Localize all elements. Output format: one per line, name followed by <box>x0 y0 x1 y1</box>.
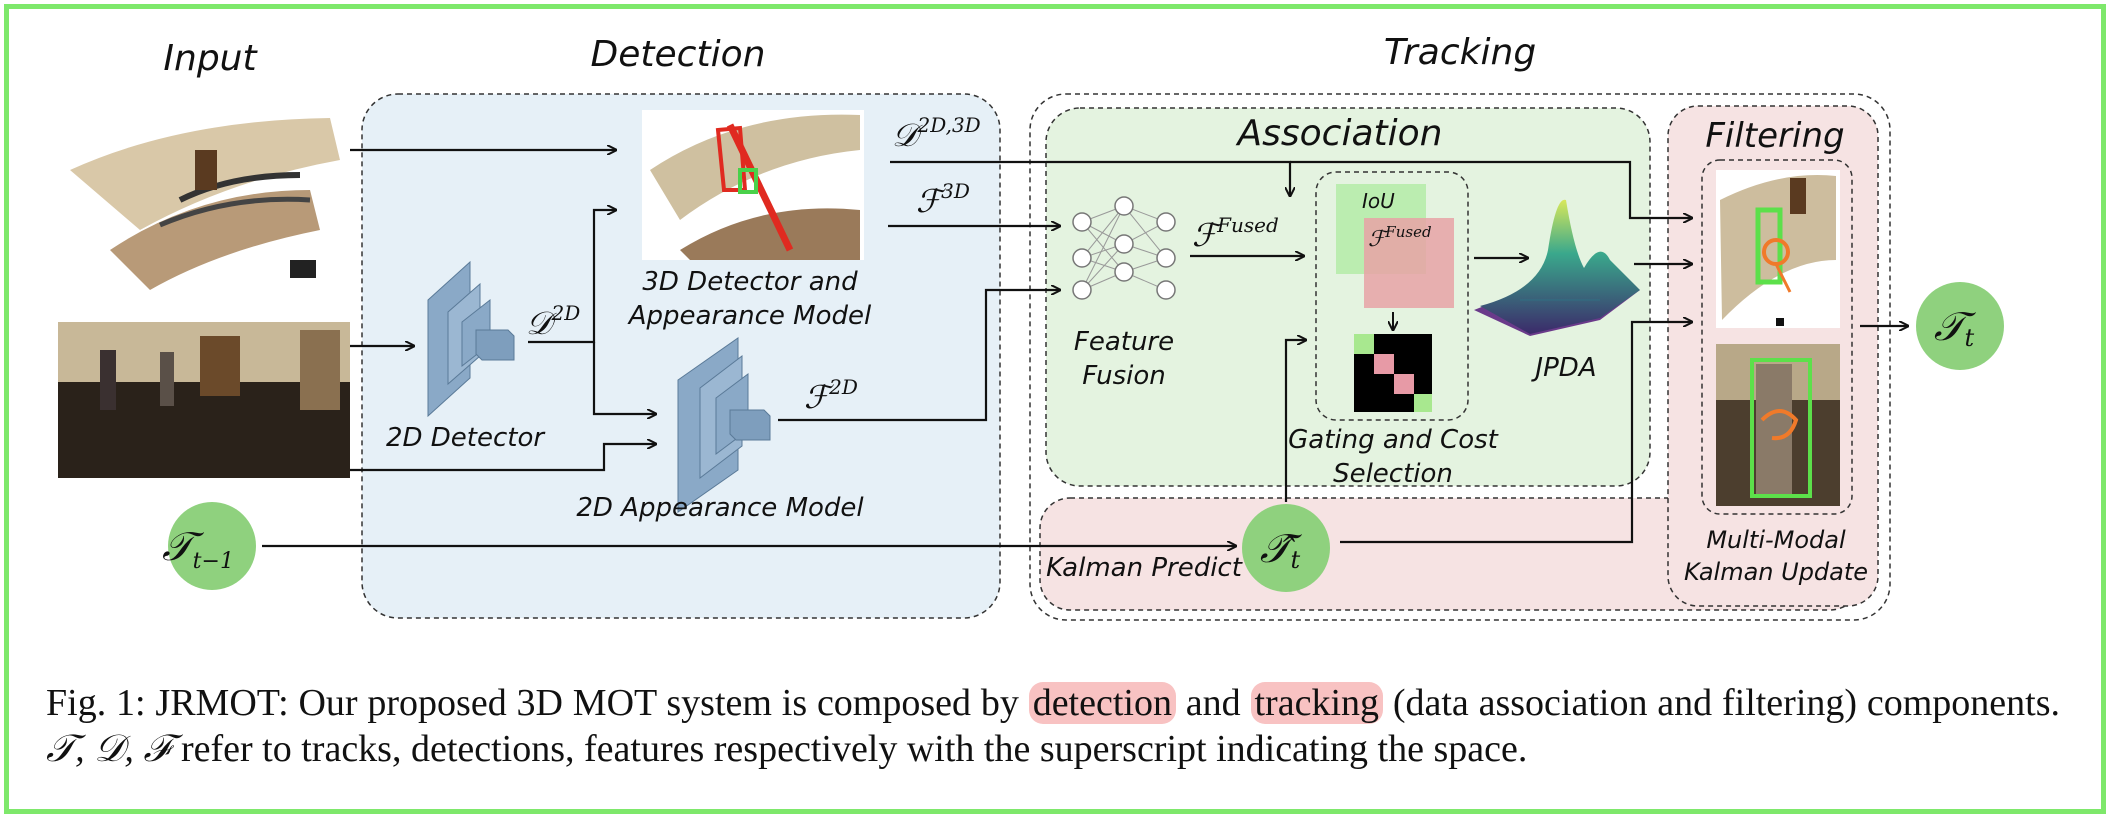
caption-part3: (data association and filtering) compone… <box>1383 682 2061 724</box>
appearance-2d-label: 2D Appearance Model <box>576 493 864 523</box>
caption-math: 𝒯, 𝒟, ℱ <box>46 728 172 770</box>
detector-2d-label: 2D Detector <box>386 423 546 453</box>
iou-label: IoU <box>1362 189 1395 213</box>
tracking-region <box>1029 93 1891 621</box>
mm-kalman-label-line1: Multi-Modal <box>1706 526 1846 554</box>
detector-3d-label-line1: 3D Detector and <box>642 267 858 297</box>
gating-box <box>1315 171 1469 421</box>
detector-3d-image <box>642 110 864 260</box>
track-output-node: 𝒯t <box>1916 282 2004 370</box>
caption-part2: and <box>1175 682 1251 724</box>
iou-fused-symbol: ℱFused <box>1368 223 1432 252</box>
filtering-title: Filtering <box>1705 116 1844 156</box>
gating-label-line2: Selection <box>1333 459 1453 489</box>
feature-fusion-label-line2: Fusion <box>1082 361 1166 391</box>
detector-3d-label-line2: Appearance Model <box>627 301 872 331</box>
detector-2d-block <box>427 260 515 418</box>
feature-fusion-label-line1: Feature <box>1074 327 1174 357</box>
caption-part4: refer to tracks, detections, features re… <box>171 728 1528 770</box>
caption-highlight-tracking: tracking <box>1250 682 1384 724</box>
cost-matrix <box>1354 334 1432 412</box>
caption-highlight-detection: detection <box>1028 682 1176 724</box>
kalman-predict-label: Kalman Predict <box>1046 553 1243 583</box>
input-camera-image <box>58 322 350 478</box>
kalman-predict-region <box>1039 497 1861 611</box>
detection-title: Detection <box>591 34 766 75</box>
flow-arrows <box>262 150 1908 546</box>
d2d-symbol: 𝒟2D <box>526 301 580 342</box>
iou-box-red <box>1364 218 1454 308</box>
figure-caption: Fig. 1: JRMOT: Our proposed 3D MOT syste… <box>46 680 2060 772</box>
filtering-camera-image <box>1716 344 1840 506</box>
jpda-surface <box>1474 199 1640 336</box>
track-predicted-node: 𝒯̂t <box>1242 504 1330 592</box>
filtering-pointcloud-image <box>1716 170 1840 328</box>
gating-label-line1: Gating and Cost <box>1288 425 1499 455</box>
filtering-inner-box <box>1701 159 1853 515</box>
association-region <box>1045 107 1651 487</box>
figure-border <box>4 4 2106 814</box>
input-title: Input <box>163 38 258 79</box>
appearance-2d-block <box>677 337 771 513</box>
association-title: Association <box>1236 113 1443 154</box>
f3d-symbol: ℱ3D <box>916 179 970 220</box>
mm-kalman-label-line2: Kalman Update <box>1684 558 1868 586</box>
input-pointcloud-image <box>58 112 350 302</box>
caption-part1: Fig. 1: JRMOT: Our proposed 3D MOT syste… <box>46 682 1029 724</box>
tracking-title: Tracking <box>1384 32 1536 73</box>
track-prev-node: 𝒯t−1 <box>162 502 256 590</box>
feature-fusion-network <box>1072 196 1176 300</box>
jpda-label: JPDA <box>1530 353 1596 383</box>
